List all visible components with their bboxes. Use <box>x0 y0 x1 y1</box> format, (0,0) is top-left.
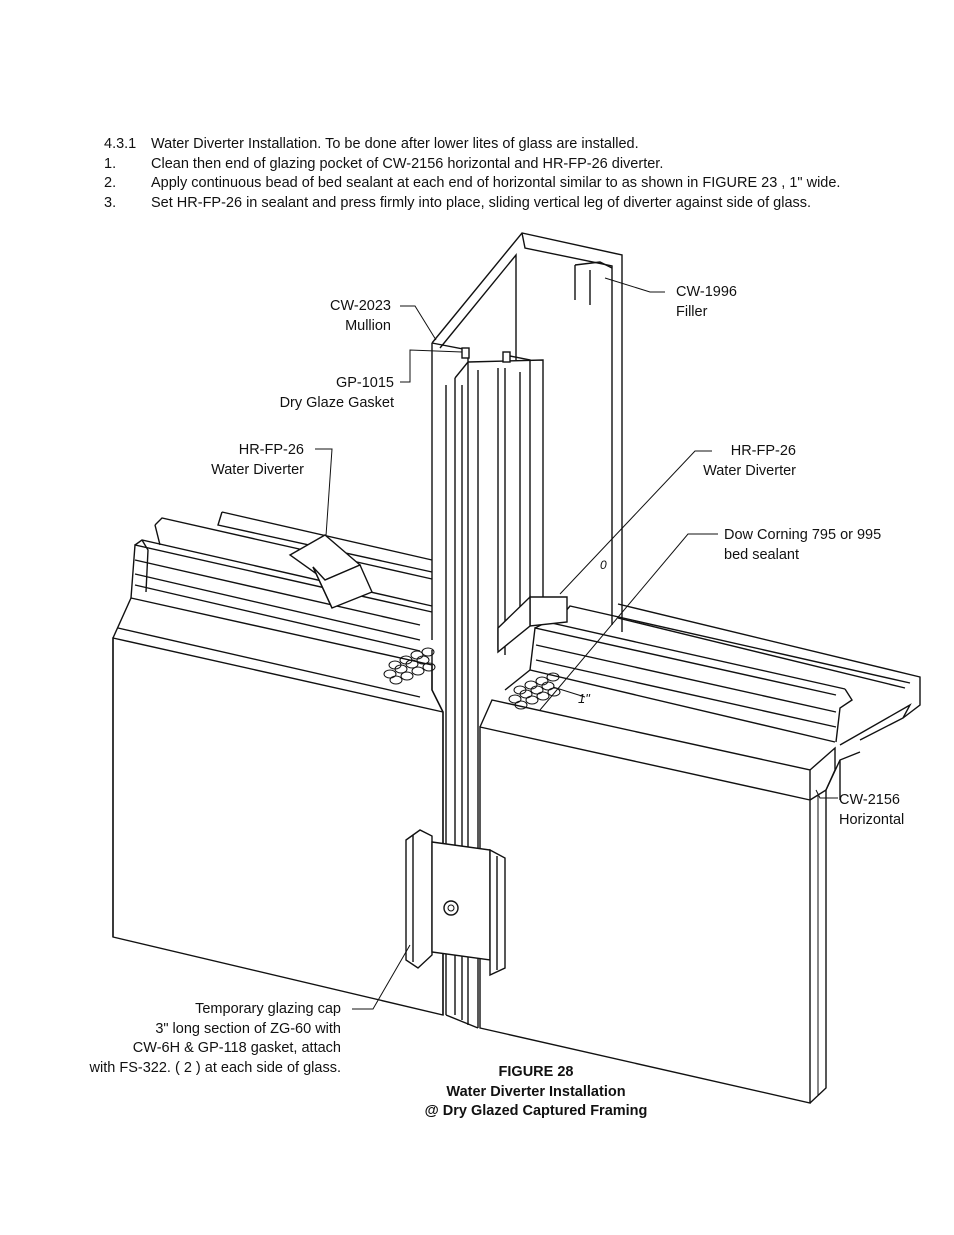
callout-gasket: GP-1015 Dry Glaze Gasket <box>240 374 394 413</box>
callout-sealant-product: Dow Corning 795 or 995 <box>724 527 882 543</box>
figure-subtitle: @ Dry Glazed Captured Framing <box>424 1103 648 1119</box>
step-text: Apply continuous bead of bed sealant at … <box>151 175 841 191</box>
callout-horizontal: CW-2156 Horizontal <box>839 791 904 830</box>
dry-glaze-gaskets <box>461 347 511 363</box>
callout-diverter-left-desc: Water Diverter <box>211 461 304 478</box>
callout-diverter-right: HR-FP-26 Water Diverter <box>682 442 796 481</box>
right-glass-panel <box>479 726 827 1104</box>
callout-horizontal-part: CW-2156 <box>839 792 900 808</box>
instruction-heading: 4.3.1 Water Diverter Installation. To be … <box>104 135 840 155</box>
figure-title: Water Diverter Installation <box>446 1083 626 1100</box>
callout-diverter-left-part: HR-FP-26 <box>238 442 304 458</box>
callout-filler-part: CW-1996 <box>676 284 737 300</box>
callout-filler-desc: Filler <box>676 303 708 320</box>
figure-number: FIGURE 28 <box>498 1064 574 1080</box>
callout-temp-cap-line: CW-6H & GP-118 gasket, attach <box>132 1040 341 1056</box>
leader-lines <box>315 277 838 1010</box>
small-mark: 0 <box>600 558 607 572</box>
step-text: Clean then end of glazing pocket of CW-2… <box>151 155 664 172</box>
callout-gasket-part: GP-1015 <box>335 375 394 391</box>
callout-diverter-right-part: HR-FP-26 <box>730 443 796 459</box>
instruction-step: 1. Clean then end of glazing pocket of CW… <box>104 155 840 175</box>
right-water-diverter <box>497 595 568 654</box>
instruction-step: 2. Apply continuous bead of bed sealant a… <box>104 174 840 194</box>
right-sealant-bead <box>508 672 561 710</box>
callout-temp-cap-line: with FS-322. ( 2 ) at each side of glass… <box>89 1059 341 1076</box>
instructions: 4.3.1 Water Diverter Installation. To be … <box>104 135 840 213</box>
callout-temp-cap-line: Temporary glazing cap <box>195 1001 341 1017</box>
step-number: 3. <box>104 194 117 211</box>
temporary-glazing-cap <box>405 829 506 977</box>
callout-horizontal-desc: Horizontal <box>839 811 905 828</box>
figure-caption: FIGURE 28 Water Diverter Installation @ … <box>380 1063 692 1122</box>
callout-sealant: Dow Corning 795 or 995 bed sealant <box>724 526 881 565</box>
callout-filler: CW-1996 Filler <box>676 283 737 322</box>
step-number: 1. <box>104 155 117 172</box>
callout-diverter-left: HR-FP-26 Water Diverter <box>190 441 304 480</box>
callout-mullion: CW-2023 Mullion <box>300 297 391 336</box>
instruction-step: 3. Set HR-FP-26 in sealant and press firm… <box>104 194 840 214</box>
section-text: Water Diverter Installation. To be done … <box>151 136 639 152</box>
callout-gasket-desc: Dry Glaze Gasket <box>279 394 394 411</box>
left-glass-panel <box>112 637 444 1016</box>
left-water-diverter <box>288 534 373 609</box>
step-number: 2. <box>104 175 117 191</box>
callout-mullion-part: CW-2023 <box>330 298 391 314</box>
callout-sealant-desc: bed sealant <box>724 546 799 563</box>
right-horizontal-extrusion <box>479 603 921 800</box>
callout-mullion-desc: Mullion <box>345 317 391 334</box>
callout-temp-cap-line: 3" long section of ZG-60 with <box>155 1020 341 1037</box>
step-text: Set HR-FP-26 in sealant and press firmly… <box>151 194 812 211</box>
left-sealant-bead <box>383 647 436 685</box>
section-number: 4.3.1 <box>104 136 137 152</box>
dimension-label: 1" <box>578 691 590 706</box>
callout-temporary-cap: Temporary glazing cap 3" long section of… <box>40 1000 341 1078</box>
callout-diverter-right-desc: Water Diverter <box>703 462 796 479</box>
